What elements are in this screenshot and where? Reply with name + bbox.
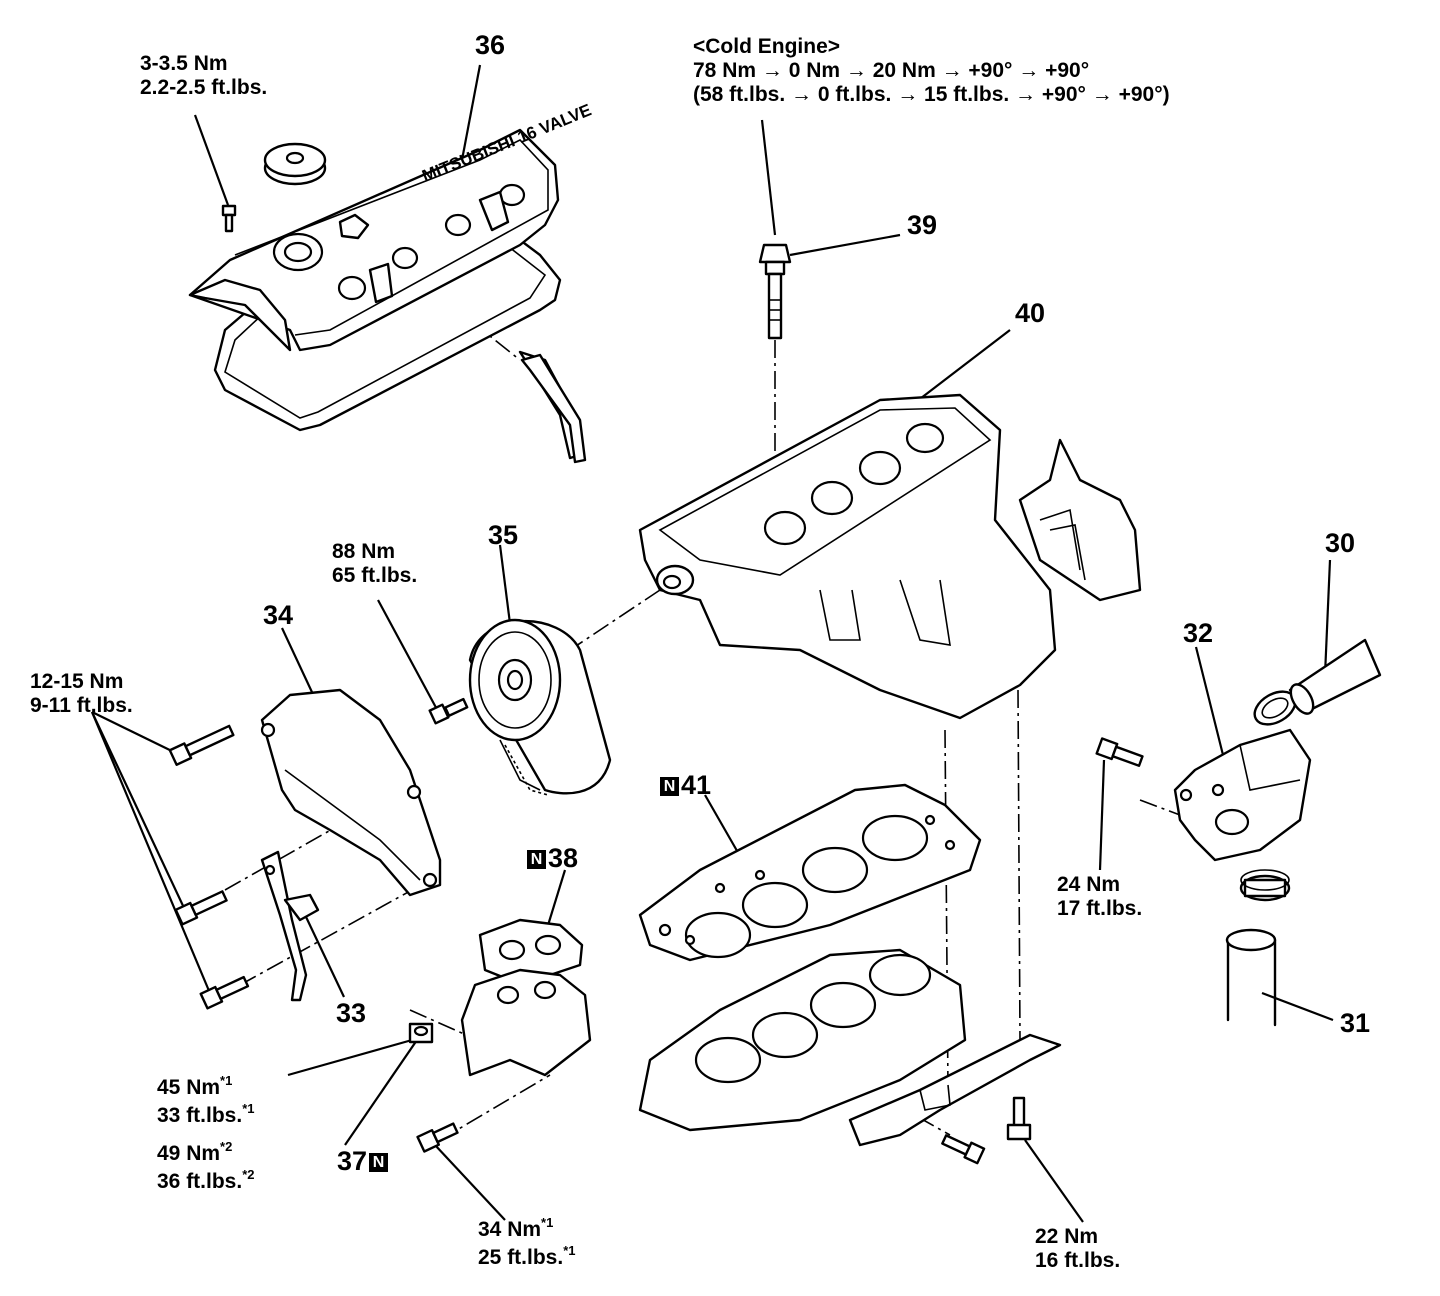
torque-head-bolt: <Cold Engine> 78 Nm → 0 Nm → 20 Nm → +90… [693, 35, 1170, 107]
torque-header: <Cold Engine> [693, 35, 841, 58]
footnote-1: *1 [242, 1101, 255, 1116]
sprocket-bolt-icon [428, 697, 469, 725]
torque-cam-sprocket: 88 Nm 65 ft.lbs. [332, 540, 417, 588]
engine-bracket [848, 1033, 1062, 1147]
callout-38: 38 [548, 843, 579, 873]
callout-41: 41 [681, 770, 712, 800]
footnote-1: *1 [541, 1215, 554, 1230]
torque-water-outlet: 24 Nm 17 ft.lbs. [1057, 873, 1142, 921]
water-outlet-fitting [1173, 728, 1312, 862]
manifold-nut-icon [408, 1022, 434, 1044]
hose-31 [1225, 928, 1277, 1027]
footnote-2: *2 [220, 1139, 233, 1154]
callout-32: 32 [1183, 618, 1214, 648]
torque-ftlbs-2: 36 ft.lbs. [157, 1170, 243, 1193]
new-part-badge: N [527, 850, 546, 870]
water-outlet-bolt-icon [1095, 737, 1144, 767]
callout-36: 36 [475, 30, 506, 60]
footnote-2: *2 [242, 1167, 255, 1182]
head-gasket [638, 783, 982, 962]
timing-belt-cover [260, 688, 442, 897]
timing-cover-bolt-icons [168, 724, 250, 1010]
torque-manifold-bolt: 34 Nm*1 25 ft.lbs.*1 [478, 1215, 576, 1273]
rocker-cover-assembly: MITSUBISHI 16 VALVE [188, 100, 594, 460]
manifold-gasket [478, 918, 584, 982]
torque-rocker-cover: 3-3.5 Nm 2.2-2.5 ft.lbs. [140, 52, 267, 100]
torque-nm-1: 45 Nm [157, 1076, 221, 1099]
callout-35: 35 [488, 520, 519, 550]
bracket-bolt-icons [941, 1096, 1032, 1165]
oil-filler-cap [263, 142, 327, 186]
callout-40: 40 [1015, 298, 1046, 328]
torque-ftlbs: 16 ft.lbs. [1035, 1249, 1121, 1272]
callout-37: 37 [337, 1146, 368, 1176]
rocker-cover-screw-icon [221, 204, 237, 233]
footnote-1: *1 [563, 1243, 576, 1258]
torque-nm: 88 Nm [332, 540, 396, 563]
cylinder-head-bolt-icon [758, 243, 792, 340]
torque-ftlbs: 2.2-2.5 ft.lbs. [140, 76, 268, 99]
torque-ftlbs-1: 33 ft.lbs. [157, 1104, 243, 1127]
callout-34: 34 [263, 600, 294, 630]
torque-timing-cover: 12-15 Nm 9-11 ft.lbs. [30, 670, 133, 718]
callout-31: 31 [1340, 1008, 1371, 1038]
breather-hose [520, 353, 587, 464]
manifold-bolt-icon [416, 1122, 459, 1153]
cylinder-head [638, 393, 1142, 720]
torque-nm: 34 Nm [478, 1218, 542, 1241]
torque-ftlbs: 25 ft.lbs. [478, 1246, 564, 1269]
torque-nm: 78 Nm → 0 Nm → 20 Nm → +90° → +90° [693, 59, 1090, 82]
callout-39: 39 [907, 210, 938, 240]
cylinder-block [638, 948, 967, 1132]
torque-ftlbs: 17 ft.lbs. [1057, 897, 1143, 920]
new-part-badge: N [369, 1153, 389, 1173]
torque-nm-2: 49 Nm [157, 1142, 221, 1165]
torque-nm: 12-15 Nm [30, 670, 124, 693]
torque-nm: 24 Nm [1057, 873, 1121, 896]
new-part-badge: N [660, 777, 679, 797]
camshaft-sprocket [468, 618, 612, 796]
torque-ftlbs: (58 ft.lbs. → 0 ft.lbs. → 15 ft.lbs. → +… [693, 83, 1170, 106]
callout-30: 30 [1325, 528, 1356, 558]
torque-bracket-bolt: 22 Nm 16 ft.lbs. [1035, 1225, 1120, 1273]
footnote-1: *1 [220, 1073, 233, 1088]
torque-nm: 3-3.5 Nm [140, 52, 228, 75]
torque-nm: 22 Nm [1035, 1225, 1099, 1248]
hose-clamp-lower [1239, 869, 1291, 902]
torque-ftlbs: 65 ft.lbs. [332, 564, 418, 587]
belt-cover-bracket [260, 850, 320, 1002]
callout-33: 33 [336, 998, 367, 1028]
torque-ftlbs: 9-11 ft.lbs. [30, 694, 133, 717]
torque-exhaust-nut: 45 Nm*1 33 ft.lbs.*1 49 Nm*2 36 ft.lbs.*… [157, 1073, 255, 1197]
hose-30 [1288, 638, 1382, 715]
exhaust-manifold [460, 968, 592, 1077]
